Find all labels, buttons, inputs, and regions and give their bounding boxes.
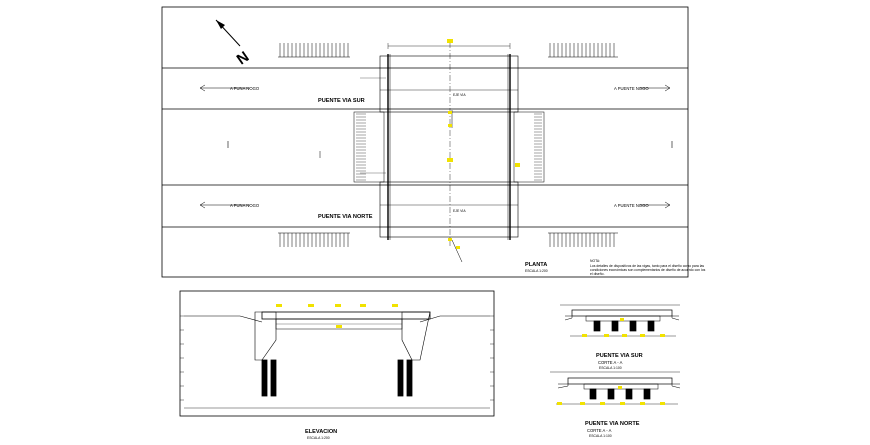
elevation-markers [276, 304, 398, 328]
note-label: NOTA: [590, 259, 600, 263]
note-line-1: Los detalles de dispositivos de las viga… [590, 264, 704, 268]
section-north-scale: ESCALA 1:100 [589, 434, 612, 438]
section-north-title: PUENTE VIA NORTE [585, 421, 640, 427]
note-line-2: condiciones económicas son complementari… [590, 268, 706, 272]
plan-title: PLANTA [525, 262, 547, 268]
bridge-south-label: PUENTE VIA SUR [318, 98, 365, 104]
elevation-scale: ESCALA 1:200 [307, 436, 330, 440]
section-south-markers [582, 318, 665, 337]
plan-frame [161, 6, 689, 278]
elevation-texts: ELEVACION ESCALA 1:200 [305, 429, 337, 440]
direction-left-bottom: A PUNA NOGO [230, 203, 260, 208]
section-north-texts: PUENTE VIA NORTE CORTE A - A ESCALA 1:10… [585, 421, 640, 438]
section-south [560, 304, 680, 337]
section-south-cut: CORTE A - A [598, 360, 623, 365]
section-south-scale: ESCALA 1:100 [599, 366, 622, 370]
elevation-frame [179, 290, 495, 417]
section-south-title: PUENTE VIA SUR [596, 353, 643, 359]
plan-view [161, 6, 689, 278]
elevation-view [179, 290, 495, 417]
section-north-cut: CORTE A - A [587, 428, 612, 433]
plan-texts: A PUNA NOGO A PUENTE NOGO A PUNA NOGO A … [230, 86, 706, 276]
section-south-texts: PUENTE VIA SUR CORTE A - A ESCALA 1:100 [596, 353, 643, 370]
bridge-north-label: PUENTE VIA NORTE [318, 214, 373, 220]
north-arrow-icon: N [215, 19, 253, 68]
direction-left-top: A PUNA NOGO [230, 86, 260, 91]
eje-via-top: EJE VIA [453, 93, 466, 97]
north-letter: N [234, 48, 253, 68]
direction-right-bottom: A PUENTE NOGO [614, 203, 649, 208]
direction-right-top: A PUENTE NOGO [614, 86, 649, 91]
plan-markers [447, 39, 520, 249]
elevation-title: ELEVACION [305, 429, 337, 435]
section-north-markers [557, 386, 665, 405]
plan-scale: ESCALA 1:200 [525, 269, 548, 273]
note-line-3: el diseño. [590, 272, 605, 276]
eje-via-bottom: EJE VIA [453, 209, 466, 213]
section-north [550, 371, 681, 405]
